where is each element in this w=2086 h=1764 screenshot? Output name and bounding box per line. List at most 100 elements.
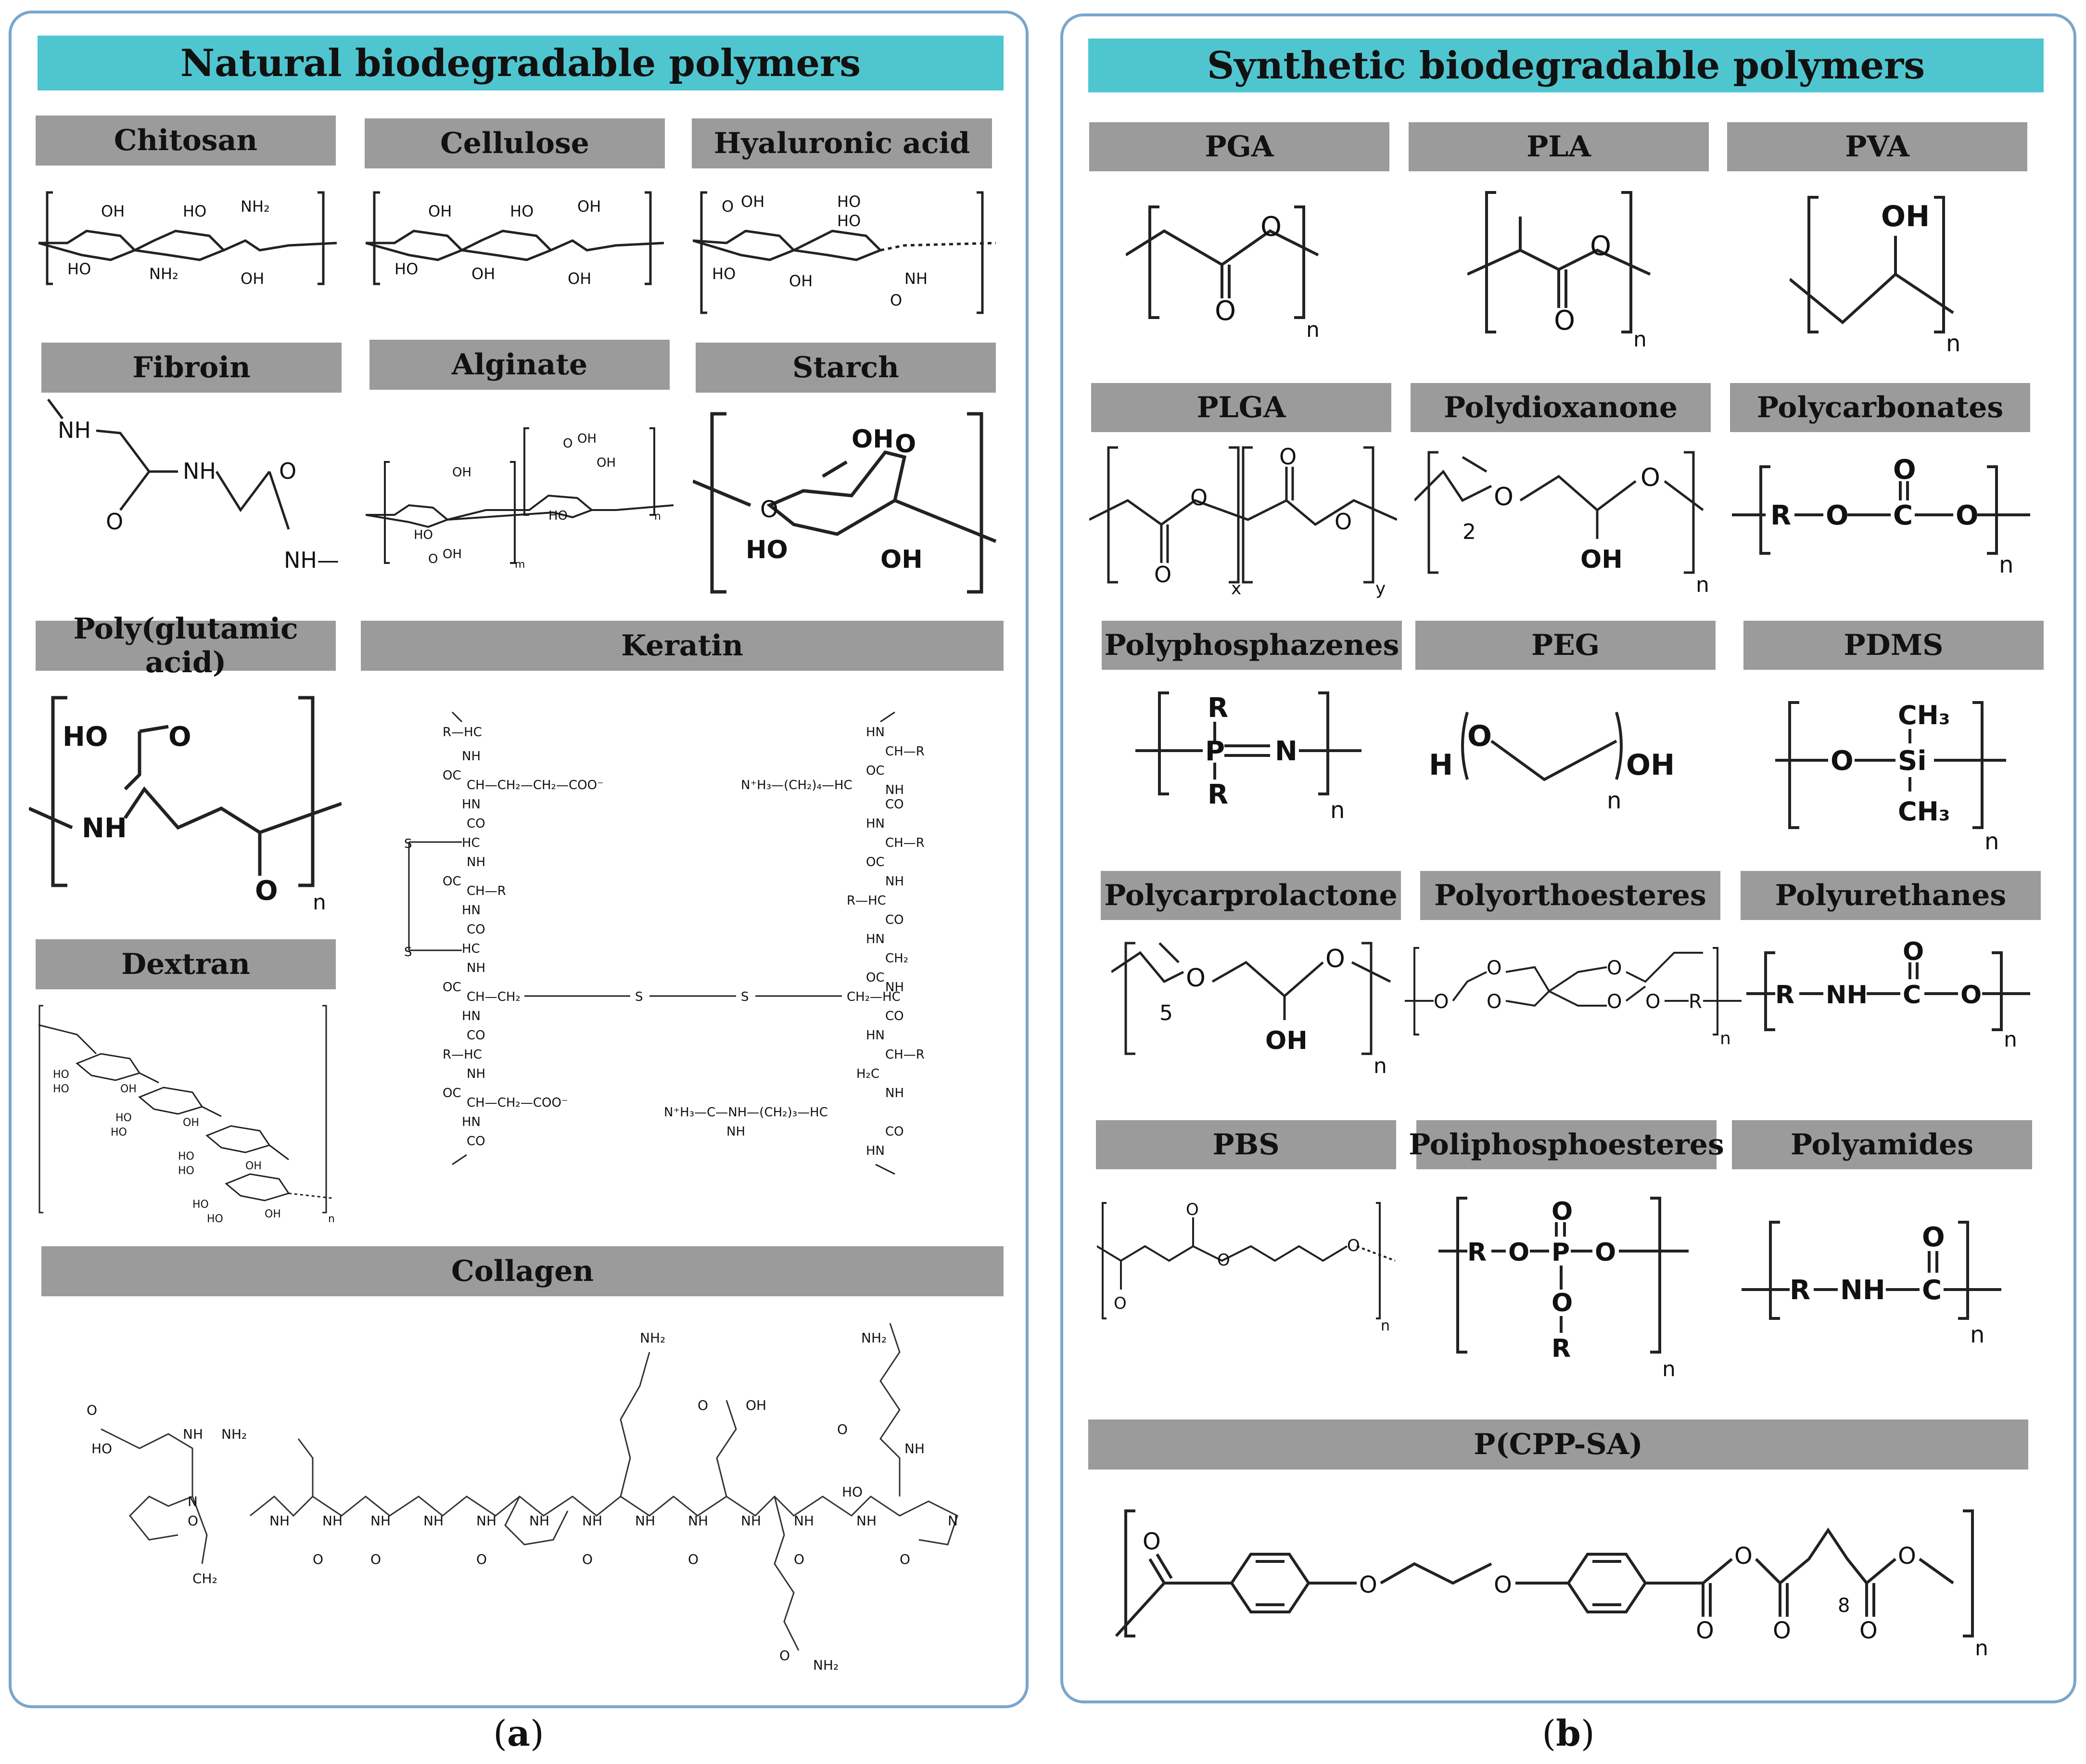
svg-text:NH: NH (635, 1513, 655, 1529)
svg-text:HO: HO (91, 1441, 112, 1457)
svg-text:O: O (476, 1551, 487, 1567)
svg-text:OC: OC (866, 971, 885, 985)
svg-text:OC: OC (443, 768, 461, 783)
svg-text:HO: HO (67, 260, 91, 278)
svg-text:O: O (1494, 1572, 1512, 1598)
svg-text:n: n (1381, 1317, 1390, 1334)
svg-text:S: S (404, 837, 412, 851)
svg-text:OH: OH (789, 272, 813, 290)
svg-text:O: O (688, 1551, 699, 1567)
svg-text:HO: HO (712, 265, 736, 283)
svg-text:R—HC: R—HC (443, 1048, 482, 1062)
svg-text:HO: HO (178, 1165, 194, 1177)
svg-text:NH: NH (904, 269, 928, 288)
svg-text:2: 2 (1463, 520, 1476, 544)
svg-text:O: O (1641, 463, 1660, 492)
p-cpp-sa-structure: O O O O O O 8 O O n (1107, 1501, 2021, 1660)
tag-poly-glutamic-acid: Poly(glutamic acid) (36, 612, 336, 679)
svg-text:HO: HO (510, 202, 534, 220)
svg-text:N: N (948, 1513, 958, 1529)
svg-text:S: S (404, 945, 412, 959)
svg-text:NH₂: NH₂ (640, 1330, 665, 1346)
polyphosphazenes-structure: R P N R n (1135, 683, 1366, 823)
tag-pva: PVA (1727, 122, 2027, 171)
svg-text:O: O (255, 875, 278, 907)
pga-structure: O O n (1126, 192, 1337, 346)
svg-text:OC: OC (443, 980, 461, 995)
svg-text:O: O (890, 291, 902, 309)
subfigure-letter-a: a (507, 1713, 530, 1754)
svg-text:O: O (1347, 1236, 1360, 1255)
fibroin-structure: NH NH O O NH— (38, 395, 346, 582)
svg-text:OH: OH (1626, 748, 1675, 782)
svg-text:O: O (582, 1551, 593, 1567)
svg-text:O: O (1898, 1543, 1916, 1570)
svg-text:O: O (794, 1551, 804, 1567)
svg-text:HN: HN (462, 1009, 481, 1023)
tag-polyurethanes: Polyurethanes (1741, 871, 2041, 920)
svg-text:CO: CO (885, 913, 904, 927)
svg-text:O: O (722, 197, 734, 216)
svg-text:HN: HN (866, 725, 885, 740)
tag-plga: PLGA (1091, 383, 1391, 432)
svg-text:NH₂: NH₂ (813, 1657, 839, 1673)
tag-polycarprolactone: Polycarprolactone (1101, 871, 1401, 920)
svg-text:n: n (1970, 1321, 1984, 1348)
svg-text:CO: CO (467, 1134, 485, 1149)
svg-text:O: O (1552, 1289, 1573, 1317)
svg-text:NH: NH (856, 1513, 877, 1529)
svg-text:n: n (1633, 327, 1647, 351)
svg-text:O: O (1335, 509, 1352, 535)
svg-text:CH—CH₂: CH—CH₂ (467, 990, 521, 1004)
synthetic-polymers-title: Synthetic biodegradable polymers (1088, 38, 2044, 92)
svg-text:R: R (1467, 1238, 1487, 1267)
svg-text:P: P (1205, 736, 1225, 767)
svg-text:x: x (1231, 579, 1241, 599)
svg-text:O: O (1487, 957, 1501, 979)
svg-text:P: P (1552, 1238, 1570, 1267)
svg-text:NH: NH (467, 961, 485, 975)
svg-text:n: n (1330, 797, 1345, 823)
svg-text:O: O (106, 509, 123, 535)
svg-text:NH—: NH— (284, 547, 339, 573)
subfigure-label-b: (b) (1542, 1713, 1595, 1754)
svg-text:CO: CO (467, 922, 485, 937)
tag-polyorthoesteres: Polyorthoesteres (1420, 871, 1720, 920)
svg-text:C: C (1893, 500, 1913, 531)
svg-text:O: O (1554, 305, 1575, 336)
subfigure-letter-b: b (1556, 1713, 1581, 1754)
svg-text:NH: NH (885, 783, 904, 797)
svg-text:O: O (1186, 964, 1206, 993)
polycarbonates-structure: R O C O O n (1727, 457, 2035, 582)
svg-text:HO: HO (53, 1083, 69, 1095)
svg-text:HN: HN (462, 1115, 481, 1129)
svg-text:R: R (1770, 500, 1791, 531)
svg-text:R: R (1775, 981, 1794, 1010)
svg-text:n: n (1607, 787, 1621, 814)
poly-glutamic-acid-structure: HO O NH O n (29, 693, 342, 914)
svg-text:O: O (1359, 1572, 1377, 1598)
svg-text:n: n (1696, 573, 1709, 597)
svg-text:n: n (2004, 1027, 2017, 1052)
svg-text:n: n (1662, 1357, 1676, 1381)
svg-text:HN: HN (866, 817, 885, 831)
svg-text:CO: CO (467, 817, 485, 831)
polyurethanes-structure: R NH C O O n (1746, 938, 2035, 1054)
tag-dextran: Dextran (36, 939, 336, 989)
svg-text:O: O (900, 1551, 910, 1567)
svg-text:OH: OH (428, 202, 452, 220)
svg-text:O: O (837, 1421, 848, 1437)
svg-text:Si: Si (1898, 745, 1927, 777)
poliphosphoesteres-structure: R O P O O O R n (1438, 1193, 1698, 1386)
svg-text:OH: OH (746, 1397, 766, 1413)
svg-text:HO: HO (548, 509, 568, 523)
svg-text:NH₂: NH₂ (149, 265, 178, 283)
svg-text:OH: OH (880, 545, 923, 574)
tag-polycarbonates: Polycarbonates (1730, 383, 2030, 432)
subfigure-label-a: (a) (493, 1713, 544, 1754)
polyamides-structure: R NH C O n (1742, 1213, 2011, 1357)
svg-text:CH—CH₂—COO⁻: CH—CH₂—COO⁻ (467, 1096, 568, 1110)
svg-text:NH: NH (1826, 981, 1868, 1010)
svg-text:O: O (1734, 1543, 1753, 1570)
svg-text:O: O (1590, 230, 1611, 262)
